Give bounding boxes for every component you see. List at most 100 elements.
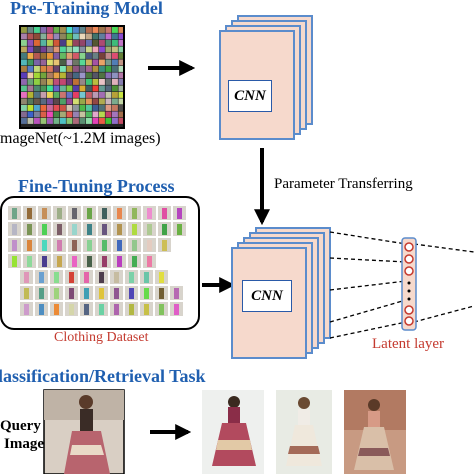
mosaic-tile [47, 98, 53, 105]
mosaic-tile [92, 111, 99, 118]
mosaic-tile [112, 66, 118, 72]
mosaic-tile [27, 33, 34, 40]
query-label-line1: Query [0, 418, 41, 434]
mosaic-tile [27, 53, 34, 59]
mosaic-tile [53, 59, 60, 66]
mosaic-tile [118, 85, 125, 92]
mosaic-tile [118, 118, 125, 124]
mosaic-tile [66, 53, 73, 59]
mosaic-tile [86, 27, 92, 33]
mosaic-tile [73, 118, 79, 124]
mosaic-tile [47, 118, 53, 124]
mosaic-tile [34, 40, 40, 46]
mosaic-tile [21, 46, 27, 53]
mosaic-tile [40, 59, 47, 66]
clothing-thumbnail [65, 302, 78, 316]
latent-layer-label: Latent layer [372, 336, 445, 352]
mosaic-tile [60, 46, 66, 53]
clothing-thumbnail [125, 286, 138, 300]
mosaic-tile [27, 27, 34, 33]
mosaic-tile [112, 53, 118, 59]
mosaic-tile [99, 40, 105, 46]
mosaic-tile [40, 118, 47, 124]
mosaic-tile [53, 79, 60, 85]
mosaic-tile [112, 33, 118, 40]
mosaic-tile [112, 105, 118, 111]
clothing-thumbnail [20, 270, 33, 284]
mosaic-tile [34, 27, 40, 33]
clothing-thumbnail [83, 254, 96, 268]
mosaic-tile [92, 105, 99, 111]
mosaic-tile [86, 46, 92, 53]
clothing-thumbnail [95, 302, 108, 316]
mosaic-tile [40, 79, 47, 85]
mosaic-tile [34, 66, 40, 72]
clothing-thumbnail [23, 206, 36, 220]
clothing-thumbnail [35, 286, 48, 300]
mosaic-tile [73, 98, 79, 105]
mosaic-tile [73, 105, 79, 111]
clothing-thumbnail [8, 238, 21, 252]
mosaic-tile [34, 92, 40, 98]
clothing-thumbnail [38, 206, 51, 220]
clothing-thumbnail [38, 254, 51, 268]
clothing-thumbnail [95, 270, 108, 284]
mosaic-tile [118, 59, 125, 66]
mosaic-tile [79, 33, 86, 40]
mosaic-tile [47, 85, 53, 92]
clothing-thumbnail [80, 270, 93, 284]
mosaic-tile [40, 27, 47, 33]
mosaic-tile [92, 98, 99, 105]
latent-connections [329, 231, 474, 339]
mosaic-tile [53, 46, 60, 53]
mosaic-tile [79, 118, 86, 124]
clothing-dataset-thumbnails [8, 206, 186, 316]
mosaic-tile [66, 98, 73, 105]
mosaic-tile [118, 33, 125, 40]
clothing-thumbnail [8, 254, 21, 268]
mosaic-tile [86, 72, 92, 79]
mosaic-tile [86, 59, 92, 66]
mosaic-tile [105, 33, 112, 40]
clothing-thumbnail [125, 270, 138, 284]
mosaic-tile [27, 85, 34, 92]
mosaic-tile [86, 66, 92, 72]
mosaic-tile [27, 105, 34, 111]
mosaic-tile [99, 59, 105, 66]
clothing-thumbnail [65, 270, 78, 284]
clothing-thumbnail [83, 206, 96, 220]
mosaic-tile [92, 79, 99, 85]
mosaic-tile [53, 85, 60, 92]
mosaic-tile [66, 92, 73, 98]
clothing-thumbnail [140, 270, 153, 284]
mosaic-tile [105, 53, 112, 59]
clothing-thumbnail [140, 286, 153, 300]
clothing-thumbnail [68, 254, 81, 268]
mosaic-tile [40, 53, 47, 59]
mosaic-tile [99, 79, 105, 85]
clothing-thumbnail [110, 302, 123, 316]
clothing-thumbnail [125, 302, 138, 316]
mosaic-tile [66, 72, 73, 79]
mosaic-tile [79, 59, 86, 66]
mosaic-tile [105, 118, 112, 124]
mosaic-tile [105, 92, 112, 98]
clothing-thumbnail [53, 222, 66, 236]
clothing-thumbnail [68, 222, 81, 236]
mosaic-tile [118, 40, 125, 46]
mosaic-tile [118, 27, 125, 33]
mosaic-tile [34, 98, 40, 105]
mosaic-tile [73, 40, 79, 46]
mosaic-tile [53, 40, 60, 46]
mosaic-tile [53, 66, 60, 72]
mosaic-tile [92, 92, 99, 98]
mosaic-tile [47, 92, 53, 98]
mosaic-tile [86, 118, 92, 124]
mosaic-tile [27, 40, 34, 46]
clothing-dataset-label: Clothing Dataset [54, 330, 149, 345]
clothing-thumbnail [155, 302, 168, 316]
mosaic-tile [27, 98, 34, 105]
mosaic-tile [112, 27, 118, 33]
clothing-thumbnail [113, 238, 126, 252]
mosaic-tile [112, 40, 118, 46]
